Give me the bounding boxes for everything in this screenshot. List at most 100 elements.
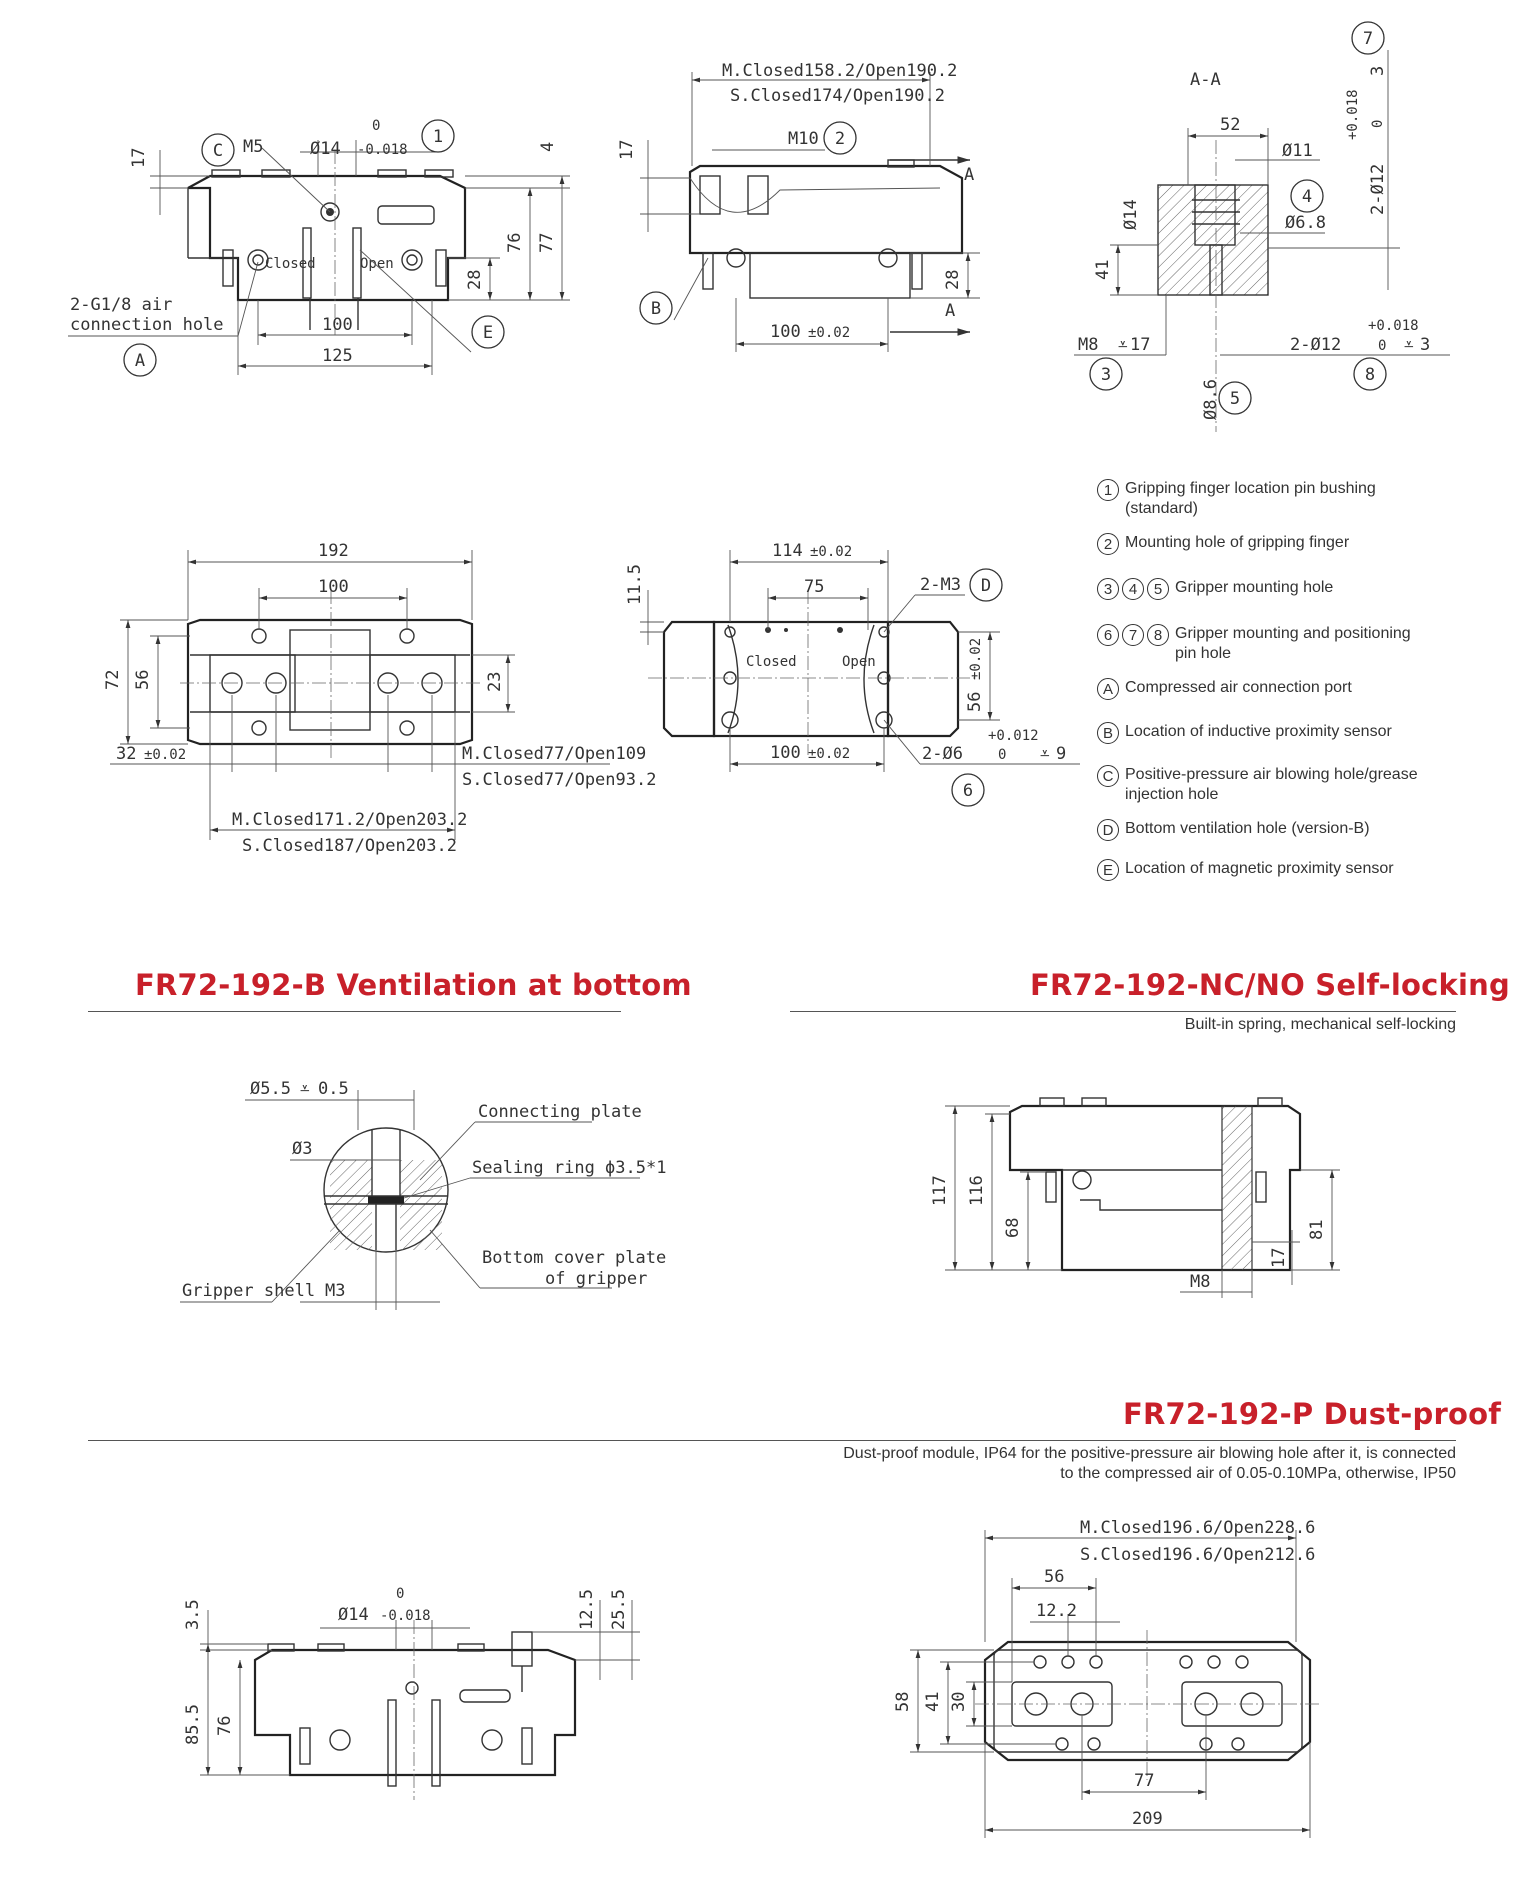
section-dim-41: 41 [1093, 260, 1113, 280]
vent-depth-symbol: ⩡ [300, 1079, 310, 1099]
dust-front-finger-right [431, 1699, 441, 1787]
dust-front-finger-left [387, 1699, 397, 1787]
dust-top-hole-7 [1055, 1737, 1069, 1751]
selflock-lug-2 [1081, 1097, 1107, 1107]
side-sensor-left [702, 252, 714, 290]
bottom-closed-label: Closed [746, 654, 797, 670]
dust-top-stroke-m: M.Closed196.6/Open228.6 [1080, 1518, 1315, 1538]
legend-item-2: 2 Mounting hole of gripping finger [1097, 533, 1497, 555]
front-phi14-lower: -0.018 [357, 142, 408, 158]
section-bubble-8-text: 8 [1365, 365, 1375, 385]
bottom-pin-leader [883, 719, 921, 765]
top-mount-hole-1 [251, 628, 267, 644]
legend-item-a: A Compressed air connection port [1097, 678, 1497, 700]
front-m5: M5 [243, 137, 263, 157]
side-view: A A M.Closed158.2/Open190.2 S.Closed174/… [617, 61, 980, 352]
vent-plate-leader [419, 1121, 476, 1181]
side-dim-100-tol: ±0.02 [808, 325, 850, 341]
bottom-dim-114-tol: ±0.02 [810, 544, 852, 560]
front-air-hole [320, 202, 340, 222]
top-dim-72: 72 [103, 670, 123, 690]
front-port-left-outer [247, 249, 269, 271]
legend-marker: 3 [1097, 578, 1119, 600]
selflock-sensor-left [1045, 1171, 1057, 1203]
front-port-right-inner [406, 254, 418, 266]
section-bubble-7 [1351, 21, 1385, 55]
top-dim-23: 23 [485, 672, 505, 692]
vent-sealing-ring [368, 1196, 404, 1204]
section-bubble-3 [1089, 357, 1123, 391]
selflock-dim-116: 116 [967, 1175, 987, 1206]
bottom-dim-114: 114 [772, 541, 803, 561]
front-open-label: Open [360, 256, 394, 272]
selflock-sensor-right [1255, 1171, 1267, 1203]
front-top-lug-right [424, 169, 454, 178]
front-top-lug-mid-right [377, 169, 407, 178]
top-mount-hole-2 [399, 628, 415, 644]
section-bubble-4 [1290, 179, 1324, 213]
legend-marker: 2 [1097, 533, 1119, 555]
dust-top-hole-5 [1207, 1655, 1221, 1669]
dust-front-lug-3 [457, 1643, 485, 1652]
front-top-lug-left [211, 169, 241, 178]
dust-front-body [253, 1648, 577, 1777]
section-phi11: Ø11 [1282, 141, 1313, 161]
front-dim-77: 77 [537, 233, 557, 253]
legend-item-3: 3 4 5 Gripper mounting hole [1097, 578, 1497, 600]
section-rule-dustproof [88, 1440, 1456, 1441]
bottom-end-right [886, 620, 960, 738]
bottom-center-body [712, 620, 890, 738]
section-rule-ventilation [88, 1011, 621, 1012]
front-bubble-c [201, 133, 235, 167]
dust-front-dim-12-5: 12.5 [577, 1589, 597, 1630]
dust-top-inner-outline [993, 1649, 1303, 1753]
section-aa-view: A-A 52 Ø11 Ø14 Ø6.8 4 41 M8 ⩡ 17 3 2-Ø12… [1074, 21, 1450, 432]
front-port-left-inner [252, 254, 264, 266]
dust-top-hole-1 [1033, 1655, 1047, 1669]
bottom-dim-100-tol: ±0.02 [808, 746, 850, 762]
legend-text: Positive-pressure air blowing hole/greas… [1125, 766, 1418, 783]
dustproof-front-view: 3.5 85.5 76 12.5 25.5 Ø14 0 -0.018 [183, 1586, 640, 1800]
dust-top-dim-12-2: 12.2 [1036, 1601, 1077, 1621]
dust-top-dim-77: 77 [1134, 1771, 1154, 1791]
section-pin8-depth-symbol: ⩡ [1404, 335, 1414, 355]
dust-front-dim-76: 76 [215, 1716, 235, 1736]
section-bubble-3-text: 3 [1101, 365, 1111, 385]
top-stroke-s-outer: S.Closed187/Open203.2 [242, 836, 457, 856]
bottom-pin-upper: +0.012 [988, 728, 1039, 744]
front-air-note-pointer [237, 261, 259, 337]
side-stroke-s: S.Closed174/Open190.2 [730, 86, 945, 106]
side-section-a-bottom: A [945, 301, 955, 321]
dust-front-air-hole [405, 1681, 419, 1695]
section-bubble-8 [1353, 357, 1387, 391]
legend-marker: 8 [1147, 624, 1169, 646]
dust-front-phi14: Ø14 [338, 1605, 369, 1625]
dust-top-dim-41: 41 [923, 1692, 943, 1712]
top-center-plate [289, 629, 371, 731]
front-bubble-1 [421, 119, 455, 153]
front-bubble-e [471, 315, 505, 349]
bottom-end-left [662, 620, 716, 738]
front-dim-28: 28 [465, 270, 485, 290]
dust-top-hole-8 [1087, 1737, 1101, 1751]
legend-text: Gripper mounting and positioning [1175, 625, 1411, 642]
section-body-hatched [1157, 184, 1269, 296]
front-phi14-upper: 0 [372, 118, 380, 134]
section-m8-depth-symbol: ⩡ [1118, 335, 1128, 355]
front-finger-slot-right [352, 227, 362, 299]
section-m8-depth: 17 [1130, 335, 1150, 355]
dust-top-dim-209: 209 [1132, 1809, 1163, 1829]
dust-front-sensor-right [521, 1727, 533, 1765]
front-dim-4: 4 [538, 142, 558, 152]
side-body [688, 164, 964, 255]
selflock-lug-3 [1257, 1097, 1283, 1107]
side-port-right [878, 248, 898, 268]
dust-front-sensor-left [299, 1727, 311, 1765]
section-phi68: Ø6.8 [1285, 213, 1326, 233]
top-dim-100: 100 [318, 577, 349, 597]
dust-front-lug-2 [317, 1643, 345, 1652]
front-air-note-1: 2-G1/8 air [70, 295, 172, 315]
section-title-ventilation: FR72-192-B Ventilation at bottom [135, 968, 692, 1002]
bottom-pin-depth: 9 [1056, 744, 1066, 764]
top-dim-192: 192 [318, 541, 349, 561]
